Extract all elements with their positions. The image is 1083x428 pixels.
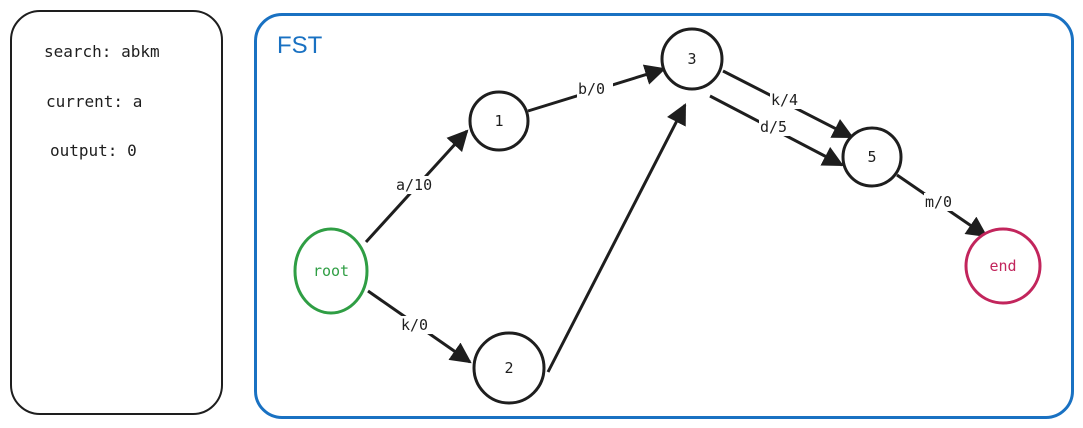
search-status: search: abkm	[44, 42, 160, 61]
node-1-label: 1	[494, 112, 503, 130]
node-end: end	[964, 227, 1042, 305]
node-root-label: root	[313, 262, 349, 280]
node-1: 1	[468, 90, 530, 152]
node-2-label: 2	[504, 359, 513, 377]
node-3: 3	[660, 27, 724, 91]
node-2: 2	[472, 331, 546, 405]
node-5: 5	[841, 126, 903, 188]
edge-label-root-1: a/10	[396, 176, 432, 194]
state-panel	[10, 10, 223, 415]
edge-2-3	[546, 103, 687, 373]
edge-label-3-5-k: k/4	[771, 91, 798, 109]
fst-title: FST	[277, 32, 323, 59]
node-3-label: 3	[687, 50, 696, 68]
edge-label-3-5-d: d/5	[760, 118, 787, 136]
fst-panel	[254, 13, 1074, 419]
edge-label-1-3: b/0	[578, 80, 605, 98]
node-5-label: 5	[867, 148, 876, 166]
edge-label-root-2: k/0	[401, 316, 428, 334]
node-root: root	[293, 227, 369, 315]
output-status: output: 0	[50, 141, 137, 160]
node-end-label: end	[989, 257, 1016, 275]
edge-label-5-end: m/0	[925, 193, 952, 211]
current-status: current: a	[46, 92, 143, 111]
